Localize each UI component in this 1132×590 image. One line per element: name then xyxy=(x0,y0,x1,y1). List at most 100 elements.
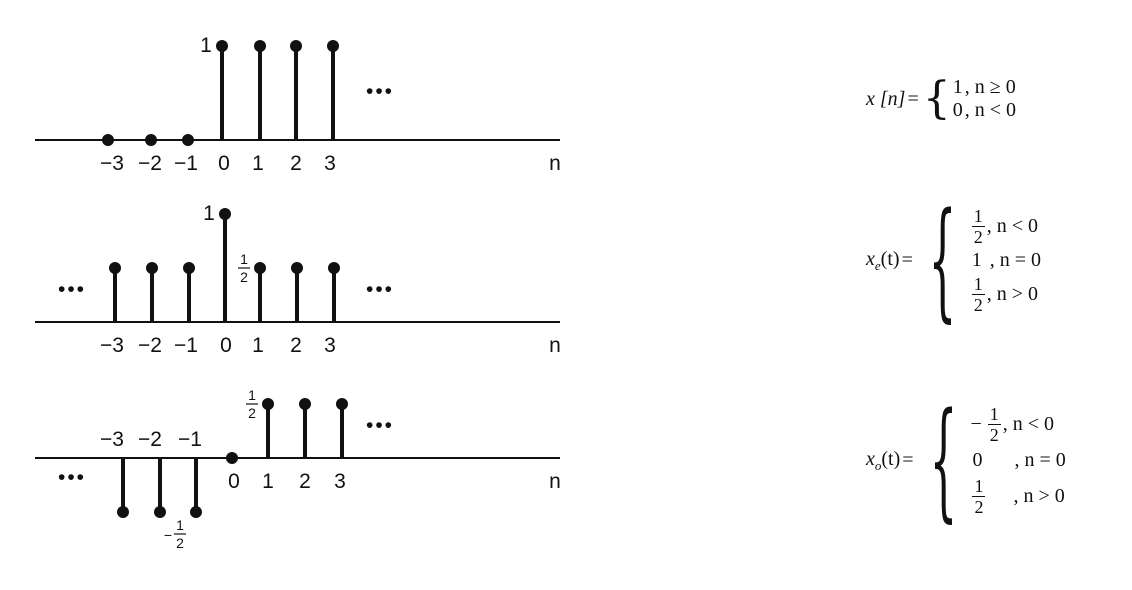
fraction-denominator: 2 xyxy=(248,405,256,421)
left-brace: { xyxy=(929,385,958,535)
case-condition: , n ≥ 0 xyxy=(964,76,1016,98)
cases: − 1 2 , n < 0 0 , n = 0 1 2 , n > 0 xyxy=(970,404,1065,517)
equation-lhs: xo(t) xyxy=(866,448,900,474)
tick-label: −3 xyxy=(100,152,124,175)
case-row: − 1 2 , n < 0 xyxy=(970,404,1065,445)
stem-marker xyxy=(254,40,266,52)
stem-marker xyxy=(328,262,340,274)
numerator: 1 xyxy=(973,274,983,294)
case-condition: , n < 0 xyxy=(986,215,1039,237)
denominator: 2 xyxy=(971,294,985,315)
stem-marker xyxy=(117,506,129,518)
stem-marker xyxy=(154,506,166,518)
stem-marker xyxy=(226,452,238,464)
case-value: 1 xyxy=(971,249,982,271)
fraction-numerator: 1 xyxy=(248,387,256,403)
fraction: 1 2 xyxy=(971,206,985,247)
tick-label: −1 xyxy=(174,152,198,175)
equals-sign: = xyxy=(901,249,913,271)
stem-marker xyxy=(291,262,303,274)
tick-label: 1 xyxy=(252,152,264,175)
left-brace: { xyxy=(928,185,957,335)
fraction-label: 12 xyxy=(238,251,250,285)
fraction: 1 2 xyxy=(987,404,1001,445)
tick-label: 3 xyxy=(324,152,336,175)
lhs-base: x xyxy=(866,447,875,470)
equation-odd-part: xo(t) = { − 1 2 , n < 0 0 , n = 0 1 2 , … xyxy=(866,396,1066,524)
cases: 1 2 , n < 0 1 , n = 0 1 2 , n > 0 xyxy=(970,206,1041,315)
case-condition: , n = 0 xyxy=(989,249,1042,271)
axis-label: n xyxy=(549,152,561,175)
minus-sign: − xyxy=(970,413,982,435)
stem-marker xyxy=(327,40,339,52)
case-row: 1 , n ≥ 0 xyxy=(953,76,1016,99)
tick-label: 0 xyxy=(218,152,230,175)
denominator: 2 xyxy=(971,226,985,247)
fraction-denominator: 2 xyxy=(240,269,248,285)
tick-label: −2 xyxy=(138,152,162,175)
tick-label: 3 xyxy=(334,470,346,493)
equals-sign: = xyxy=(907,87,919,110)
equation-lhs: xe(t) xyxy=(866,248,900,274)
stem-marker xyxy=(254,262,266,274)
tick-label: −1 xyxy=(178,428,202,451)
stem-marker xyxy=(102,134,114,146)
tick-label: −1 xyxy=(174,334,198,357)
stem-marker xyxy=(109,262,121,274)
equation-even-part: xe(t) = { 1 2 , n < 0 1 , n = 0 1 2 , n … xyxy=(866,196,1041,324)
fraction-numerator: 1 xyxy=(240,251,248,267)
axis-label: n xyxy=(549,470,561,493)
value-label: 1 xyxy=(203,202,215,225)
stem-marker xyxy=(290,40,302,52)
fraction-numerator: 1 xyxy=(176,517,184,533)
fraction: 1 2 xyxy=(971,274,985,315)
lhs-argument: (t) xyxy=(880,247,900,270)
tick-label: 2 xyxy=(290,334,302,357)
tick-label: 3 xyxy=(324,334,336,357)
case-row: 1 2 , n > 0 xyxy=(970,274,1041,315)
case-condition: , n > 0 xyxy=(986,283,1039,305)
case-condition: , n > 0 xyxy=(1013,485,1065,507)
numerator: 1 xyxy=(974,476,984,496)
right-ellipsis: ••• xyxy=(366,414,394,437)
lhs-subscript: e xyxy=(874,257,881,273)
case-condition: , n < 0 xyxy=(964,99,1017,121)
stem-marker xyxy=(190,506,202,518)
case-row: 1 2 , n < 0 xyxy=(970,206,1041,247)
tick-label: −2 xyxy=(138,428,162,451)
tick-label: −2 xyxy=(138,334,162,357)
numerator: 1 xyxy=(989,404,999,424)
stem-marker xyxy=(262,398,274,410)
left-brace: { xyxy=(922,73,951,124)
tick-label: −3 xyxy=(100,428,124,451)
value-label: 1 xyxy=(200,34,212,57)
lhs-subscript: o xyxy=(874,457,882,473)
tick-label: 2 xyxy=(299,470,311,493)
tick-label: 0 xyxy=(220,334,232,357)
case-condition: , n < 0 xyxy=(1002,413,1055,435)
tick-label: 1 xyxy=(252,334,264,357)
stem-marker xyxy=(299,398,311,410)
equation-unit-step: x [n] = { 1 , n ≥ 0 0 , n < 0 xyxy=(866,76,1016,122)
tick-label: 1 xyxy=(262,470,274,493)
denominator: 2 xyxy=(987,424,1001,445)
fraction-label: −12 xyxy=(164,517,186,551)
equation-lhs: x [n] xyxy=(866,87,906,110)
case-value: 1 xyxy=(952,76,963,98)
numerator: 1 xyxy=(973,206,983,226)
stem-marker xyxy=(145,134,157,146)
tick-label: 2 xyxy=(290,152,302,175)
lhs-argument: (t) xyxy=(881,447,901,470)
equals-sign: = xyxy=(902,449,914,471)
cases: 1 , n ≥ 0 0 , n < 0 xyxy=(953,76,1016,122)
fraction: 1 2 xyxy=(972,476,986,517)
case-row: 1 2 , n > 0 xyxy=(970,476,1065,517)
case-row: 0 , n < 0 xyxy=(953,99,1016,122)
denominator: 2 xyxy=(972,496,986,517)
fraction-denominator: 2 xyxy=(176,535,184,551)
stem-marker xyxy=(183,262,195,274)
tick-label: −3 xyxy=(100,334,124,357)
stem-marker xyxy=(146,262,158,274)
